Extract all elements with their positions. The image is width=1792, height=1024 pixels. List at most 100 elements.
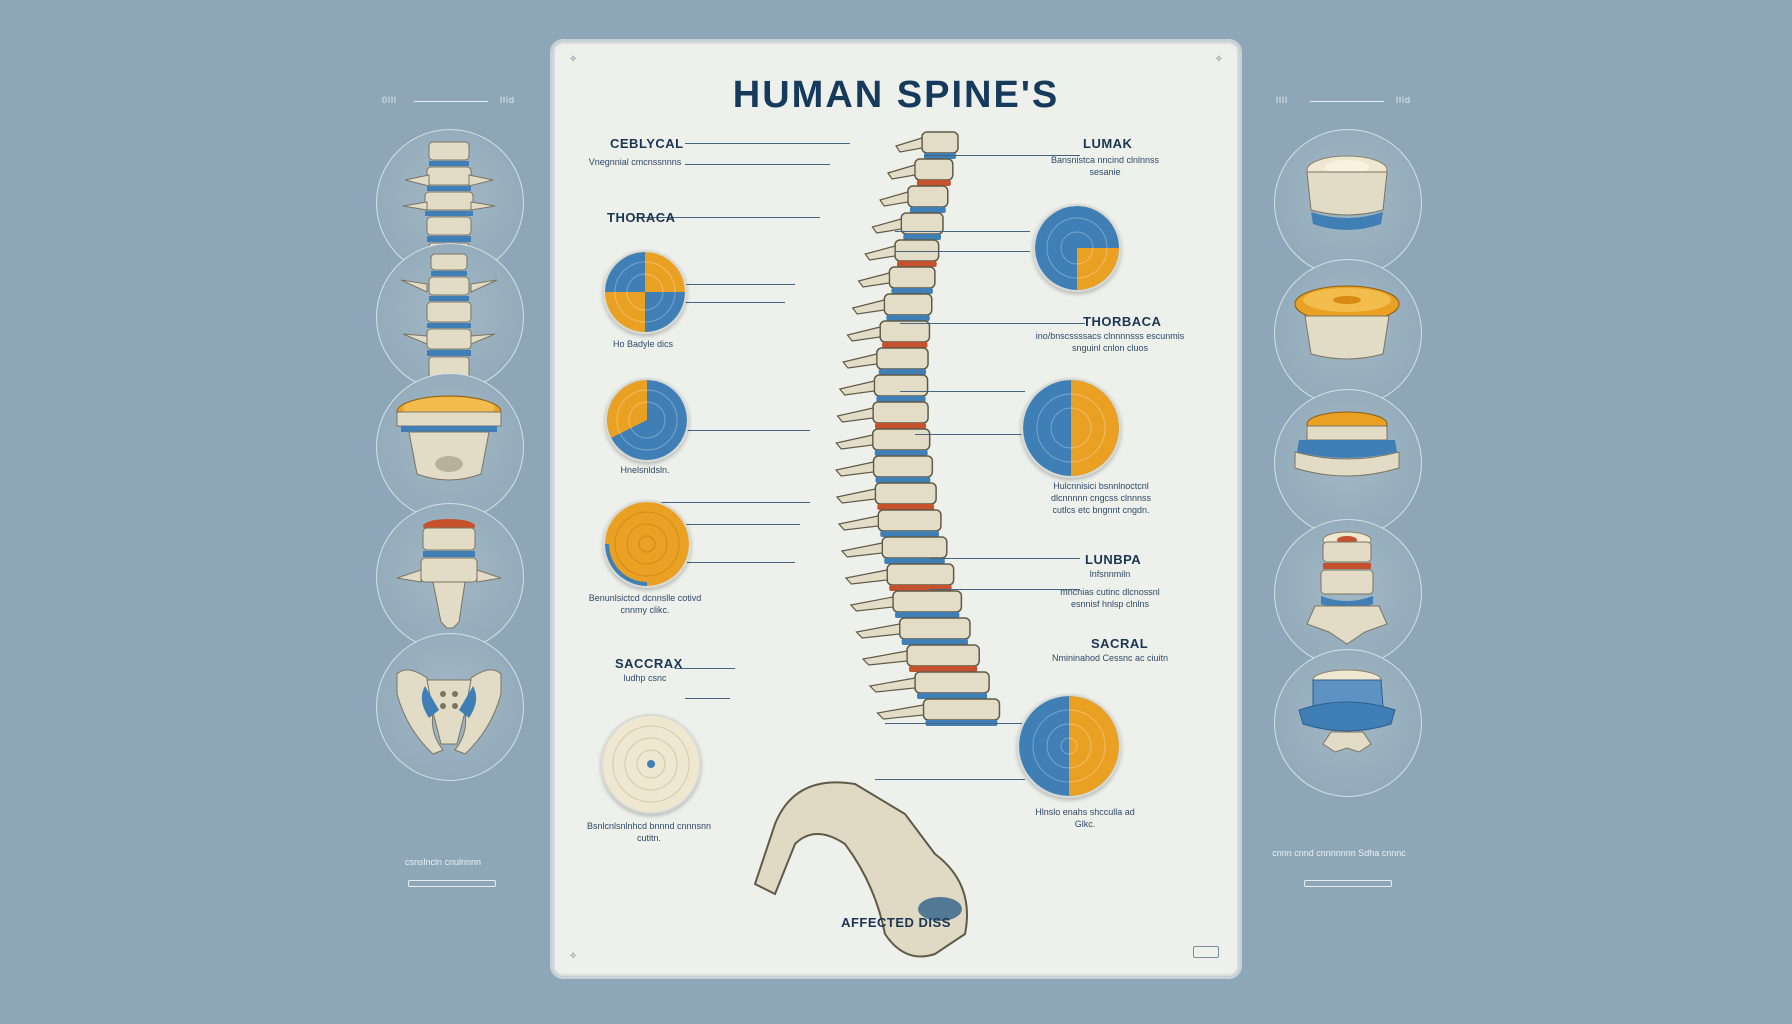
vertebra-body — [881, 536, 948, 559]
blue-disc-circle — [1274, 649, 1422, 797]
thoracic-vertebrae-circle — [376, 243, 524, 391]
leader-line — [895, 231, 1030, 232]
right-rule-text-b: llld — [1396, 95, 1412, 105]
vertebra-body — [877, 509, 942, 532]
disc-quadrant-1-art — [605, 252, 685, 332]
spinous-process — [861, 650, 908, 666]
spinous-process — [842, 353, 878, 369]
intervertebral-disc — [884, 558, 945, 564]
leader-line — [875, 779, 1025, 780]
disc-cream — [601, 714, 701, 814]
compressed-disc-circle — [1274, 389, 1422, 537]
leader-line — [635, 217, 820, 218]
vertebra-body — [879, 320, 931, 343]
right-rule-line — [1310, 101, 1384, 102]
spinous-process — [851, 299, 885, 315]
intervertebral-disc — [875, 477, 931, 483]
sacral-description-right: Nmininahod Cessnc ac ciuitn — [1051, 653, 1169, 663]
cervical-disc-circle — [1274, 129, 1422, 277]
spinous-process — [876, 704, 925, 720]
spinous-process — [864, 245, 896, 261]
spinous-process — [836, 407, 874, 423]
spinous-process — [855, 623, 901, 639]
disc-half-2-art — [1023, 380, 1119, 476]
spinous-process — [834, 461, 875, 477]
herniated-disc-illustration — [1294, 285, 1400, 360]
corner-mark-bottom-left: ✧ — [569, 951, 578, 962]
cervical-description: Vnegnnial cmcnssnnns — [588, 157, 682, 167]
disc-cream-art — [603, 716, 699, 812]
right-column-rule: llll llld — [1272, 95, 1422, 109]
leader-line — [685, 698, 730, 699]
intervertebral-disc — [880, 531, 939, 537]
intervertebral-disc — [882, 342, 928, 348]
vertebra-body — [914, 671, 990, 694]
disc-quadrant-2 — [605, 378, 689, 462]
lumbar-extra-description: mncnias cutinc dlcnossnl esnnisf hnlsp c… — [1060, 587, 1160, 609]
disc-half-1 — [1033, 204, 1121, 292]
spinous-process — [871, 218, 902, 234]
leader-line — [895, 251, 1030, 252]
vertebra-body — [922, 698, 1001, 721]
leader-line — [930, 558, 1080, 559]
leader-line — [900, 323, 1085, 324]
disc-half-1-art — [1035, 206, 1119, 290]
disc-orange — [603, 500, 691, 588]
degenerated-vertebra-circle — [1274, 519, 1422, 667]
leader-line — [925, 155, 1080, 156]
disc-half-2 — [1021, 378, 1121, 478]
spinous-process — [838, 380, 875, 396]
disc-quadrant-2-caption: Hnelsnldsln. — [620, 465, 670, 475]
intervertebral-disc — [878, 369, 927, 375]
cervical-disc-illustration — [1306, 155, 1388, 230]
right-rule-text-a: llll — [1276, 95, 1288, 105]
sacral-label-left: SACCRAX — [615, 656, 683, 671]
lumbar-label-right: LUMAK — [1083, 136, 1133, 151]
leader-line — [685, 524, 800, 525]
spinous-process — [895, 137, 923, 153]
corner-mark-top-left: ✧ — [569, 54, 578, 65]
disc-half-3 — [1017, 694, 1121, 798]
lumbar-vertebra-illustration — [396, 519, 502, 629]
intervertebral-disc — [877, 504, 935, 510]
affected-disc-label: AFFECTED DISS — [841, 915, 951, 930]
sacral-label-right: SACRAL — [1091, 636, 1149, 651]
intervertebral-disc — [897, 261, 937, 267]
intervertebral-disc — [917, 693, 988, 699]
disc-quadrant-1 — [603, 250, 687, 334]
leader-line — [675, 668, 735, 669]
vertebra-body — [888, 266, 936, 289]
intervertebral-disc — [909, 666, 978, 672]
lumbar-description-lower: lnfsnnmiln — [1089, 569, 1131, 579]
intervertebral-disc — [891, 288, 933, 294]
leader-line — [685, 284, 795, 285]
sacrum-pelvis-illustration — [396, 669, 502, 755]
sacral-foramen — [918, 897, 962, 921]
poster-title: HUMAN SPINE'S — [732, 74, 1060, 116]
intervertebral-disc — [889, 585, 952, 591]
leader-line — [685, 302, 785, 303]
spinous-process — [837, 515, 879, 531]
intervertebral-disc — [895, 612, 960, 618]
sacrum-coccyx — [753, 781, 968, 958]
vertebra-body — [872, 401, 929, 424]
disc-half-3-caption: Hlnslo enahs shcculla ad Glkc. — [1035, 807, 1135, 829]
spinous-process — [835, 488, 876, 504]
lumbar-label-lower: LUNBPA — [1085, 552, 1142, 567]
spinous-process — [879, 191, 909, 207]
intervertebral-disc — [876, 396, 926, 402]
vertebra-body — [907, 185, 949, 208]
herniated-disc-circle — [1274, 259, 1422, 407]
disc-half-3-art — [1019, 696, 1119, 796]
sacrum-pelvis-circle — [376, 633, 524, 781]
spine-illustration — [753, 131, 1001, 958]
vertebra-body — [876, 347, 929, 370]
vertebra-body — [874, 482, 937, 505]
vertebra-body — [898, 617, 971, 640]
leader-line — [685, 430, 810, 431]
left-rule-text-b: llld — [500, 95, 516, 105]
thoracic-label-right: THORBACA — [1083, 314, 1162, 329]
thoracic-vertebrae-illustration — [400, 253, 498, 378]
disc-quadrant-1-caption: Ho Badyle dics — [612, 339, 674, 349]
spinous-process — [844, 569, 888, 585]
